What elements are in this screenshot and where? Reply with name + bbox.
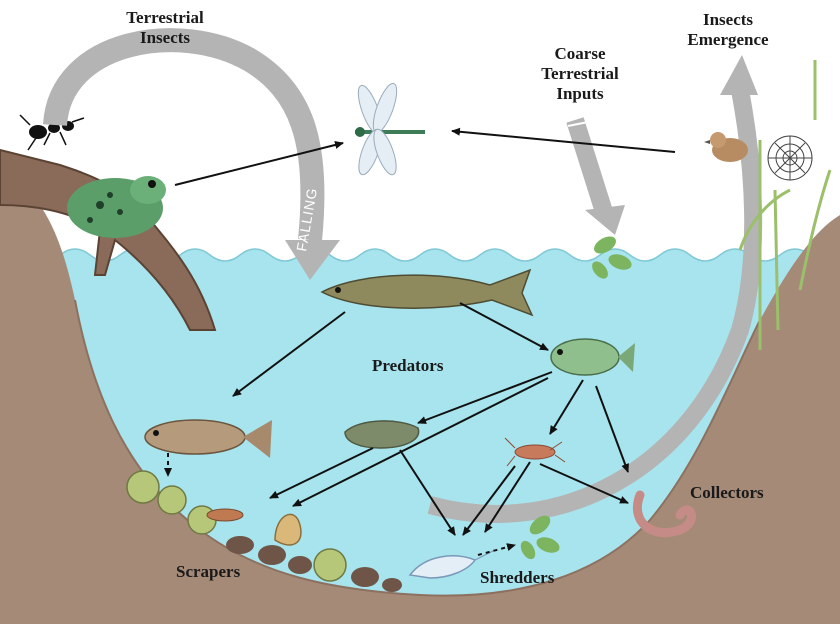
predators-label: Predators — [372, 356, 443, 376]
dragonfly-icon — [354, 81, 425, 177]
spider-web-icon — [768, 136, 812, 180]
coarse-inputs-label: Coarse Terrestrial Inputs — [525, 44, 635, 104]
scraper-larva-icon — [207, 509, 243, 521]
collectors-label: Collectors — [690, 483, 764, 503]
terrestrial-insects-label: Terrestrial Insects — [110, 8, 220, 48]
coarse-inputs-arrow — [566, 112, 625, 235]
tadpole-icon — [345, 421, 419, 448]
scrapers-label: Scrapers — [176, 562, 240, 582]
insects-emergence-label: Insects Emergence — [668, 10, 788, 50]
shredders-label: Shredders — [480, 568, 554, 588]
